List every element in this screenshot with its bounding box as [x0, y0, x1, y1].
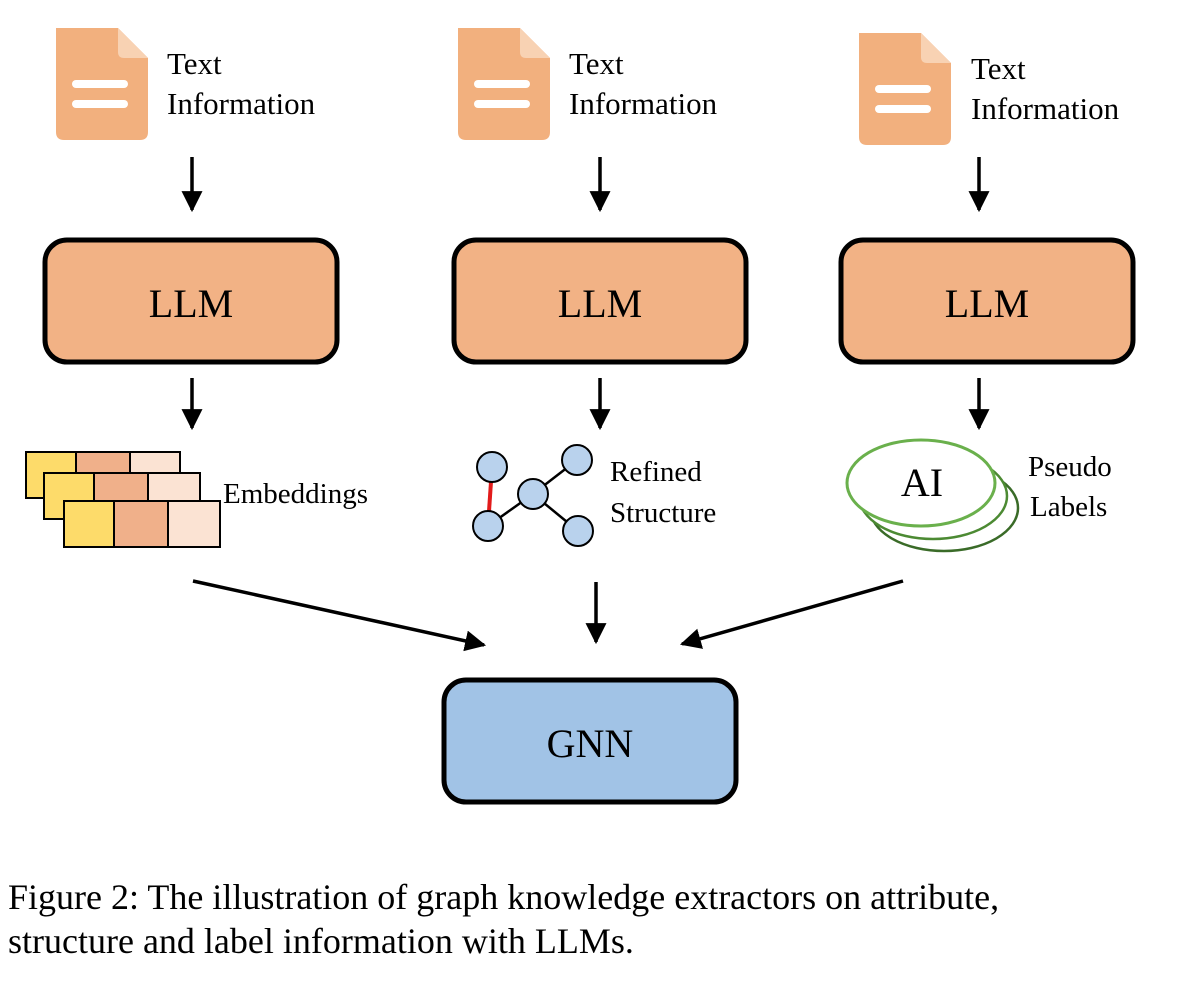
document-icon [56, 28, 148, 140]
graph-node [517, 478, 549, 510]
refined-structure-graph [472, 444, 594, 547]
column-attribute: Text Information LLM Embeddings [25, 28, 487, 652]
text-info-line2: Information [971, 91, 1120, 126]
text-info-line2: Information [569, 86, 718, 121]
diagram: Text Information LLM Embeddings [25, 28, 1136, 805]
graph-node [562, 515, 594, 547]
document-icon [458, 28, 550, 140]
pseudo-labels-line1: Pseudo [1028, 451, 1112, 483]
pseudo-labels-line2: Labels [1030, 491, 1107, 523]
llm-label: LLM [945, 281, 1029, 326]
embeddings-label: Embeddings [223, 478, 368, 510]
graph-node [476, 451, 508, 483]
graph-node [472, 510, 504, 542]
refined-structure-line1: Refined [610, 456, 702, 488]
pseudo-labels-icon: AI [845, 438, 1020, 553]
gnn-label: GNN [547, 721, 634, 766]
llm-box [838, 237, 1136, 365]
document-icon [859, 33, 951, 145]
caption-line2: structure and label information with LLM… [8, 921, 634, 961]
column-structure: Text Information LLM Refined Structure [451, 28, 749, 645]
llm-box [451, 237, 749, 365]
embedding-cell [167, 500, 221, 548]
text-info-line1: Text [569, 46, 624, 81]
embeddings-icon [25, 451, 221, 548]
caption-line1: Figure 2: The illustration of graph know… [8, 877, 1000, 917]
graph-node [561, 444, 593, 476]
refined-structure-line2: Structure [610, 497, 716, 529]
pseudo-label-ellipse [845, 438, 997, 528]
embedding-cell [63, 500, 115, 548]
arrow-embeddings-to-gnn [192, 579, 487, 652]
pseudo-label-text: AI [901, 460, 943, 505]
text-info-line2: Information [167, 86, 316, 121]
column-label: Text Information LLM AI Pseudo Labels [679, 33, 1136, 649]
gnn-box [441, 677, 739, 805]
figure-caption: Figure 2: The illustration of graph know… [8, 875, 1188, 963]
text-info-line1: Text [167, 46, 222, 81]
llm-label: LLM [149, 281, 233, 326]
text-info-line1: Text [971, 51, 1026, 86]
arrow-labels-to-gnn [679, 579, 904, 649]
llm-label: LLM [558, 281, 642, 326]
embedding-cell [113, 500, 169, 548]
llm-box [42, 237, 340, 365]
